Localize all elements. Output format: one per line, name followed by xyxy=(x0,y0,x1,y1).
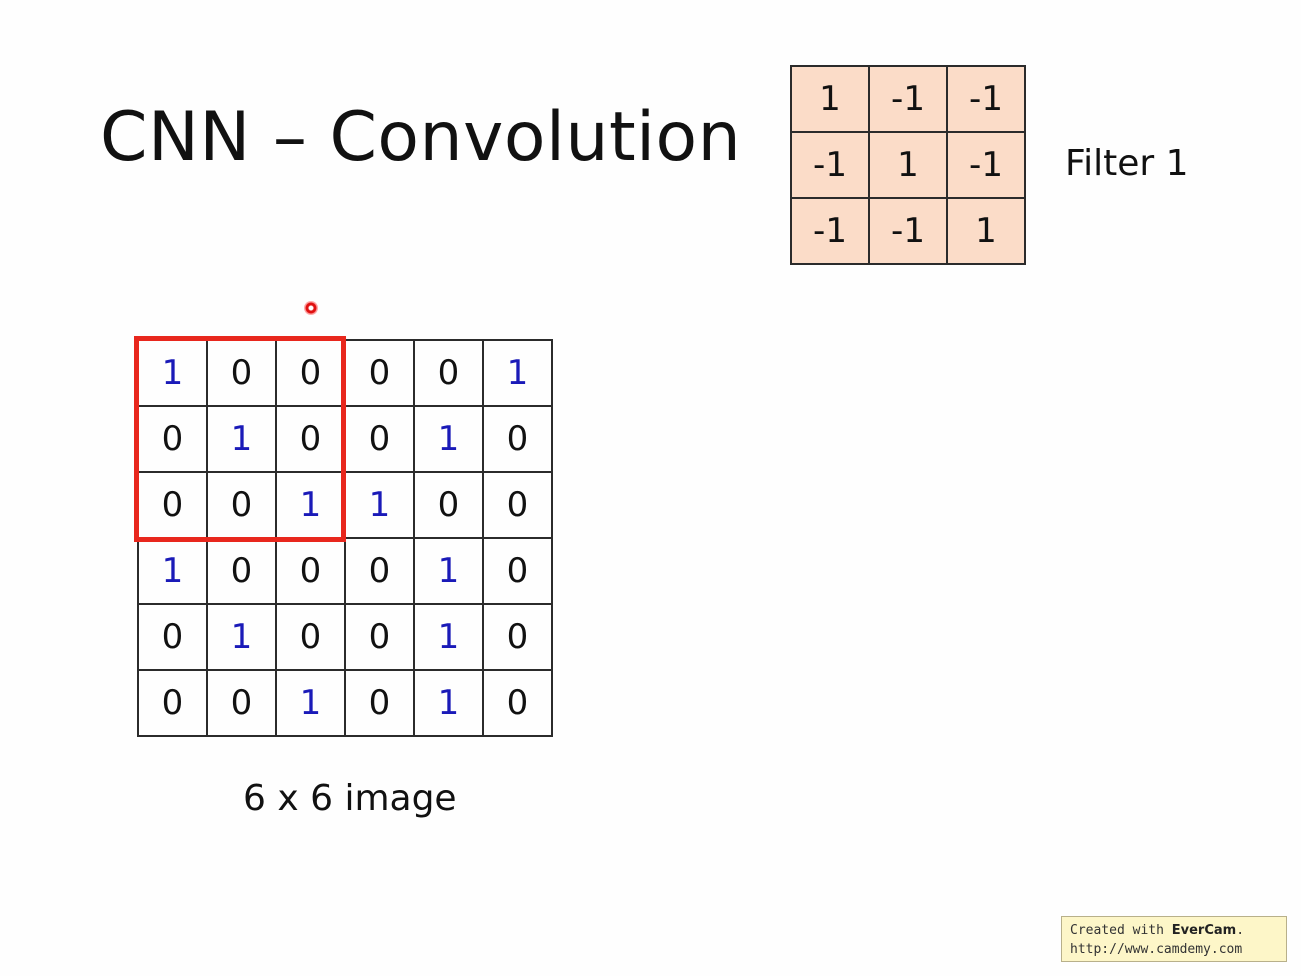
image-cell: 0 xyxy=(137,405,208,473)
image-cell: 0 xyxy=(275,339,346,407)
image-cell: 1 xyxy=(413,537,484,605)
watermark-brand: EverCam xyxy=(1171,923,1237,938)
filter-cell: -1 xyxy=(790,197,870,265)
filter-cell: -1 xyxy=(868,197,948,265)
image-cell: 0 xyxy=(482,669,553,737)
image-cell: 0 xyxy=(482,537,553,605)
image-cell: 0 xyxy=(206,669,277,737)
image-cell: 0 xyxy=(206,339,277,407)
image-cell: 1 xyxy=(206,603,277,671)
watermark-url: http://www.camdemy.com xyxy=(1070,942,1243,957)
filter-cell: 1 xyxy=(790,65,870,133)
image-cell: 0 xyxy=(482,603,553,671)
watermark-suffix: . xyxy=(1236,923,1245,938)
image-cell: 0 xyxy=(344,669,415,737)
image-cell: 1 xyxy=(275,669,346,737)
image-cell: 1 xyxy=(344,471,415,539)
image-cell: 1 xyxy=(413,405,484,473)
image-cell: 0 xyxy=(413,339,484,407)
image-cell: 1 xyxy=(137,339,208,407)
laser-pointer-icon xyxy=(304,301,318,315)
image-cell: 0 xyxy=(275,537,346,605)
filter-cell: -1 xyxy=(946,131,1026,199)
image-cell: 0 xyxy=(137,669,208,737)
image-cell: 1 xyxy=(275,471,346,539)
image-cell: 1 xyxy=(137,537,208,605)
filter-cell: -1 xyxy=(946,65,1026,133)
image-cell: 0 xyxy=(344,339,415,407)
image-cell: 1 xyxy=(413,669,484,737)
filter-cell: 1 xyxy=(868,131,948,199)
image-cell: 1 xyxy=(206,405,277,473)
slide-title: CNN – Convolution xyxy=(100,98,742,177)
image-cell: 0 xyxy=(206,471,277,539)
image-cell: 0 xyxy=(137,471,208,539)
image-cell: 0 xyxy=(344,537,415,605)
watermark-prefix: Created with xyxy=(1070,923,1172,938)
image-cell: 0 xyxy=(413,471,484,539)
filter-row: 1-1-1 xyxy=(790,65,1026,133)
image-cell: 1 xyxy=(413,603,484,671)
filter-cell: 1 xyxy=(946,197,1026,265)
image-cell: 0 xyxy=(137,603,208,671)
watermark-line-1: Created with EverCam. xyxy=(1070,921,1278,940)
image-label: 6 x 6 image xyxy=(243,778,457,819)
image-cell: 0 xyxy=(206,537,277,605)
image-cell: 0 xyxy=(344,405,415,473)
filter-cell: -1 xyxy=(868,65,948,133)
image-cell: 0 xyxy=(482,405,553,473)
filter-cell: -1 xyxy=(790,131,870,199)
evercam-watermark: Created with EverCam. http://www.camdemy… xyxy=(1061,916,1287,962)
image-cell: 0 xyxy=(482,471,553,539)
image-cell: 0 xyxy=(344,603,415,671)
image-cell: 1 xyxy=(482,339,553,407)
image-cell: 0 xyxy=(275,405,346,473)
image-cell: 0 xyxy=(275,603,346,671)
filter-label: Filter 1 xyxy=(1065,143,1189,184)
